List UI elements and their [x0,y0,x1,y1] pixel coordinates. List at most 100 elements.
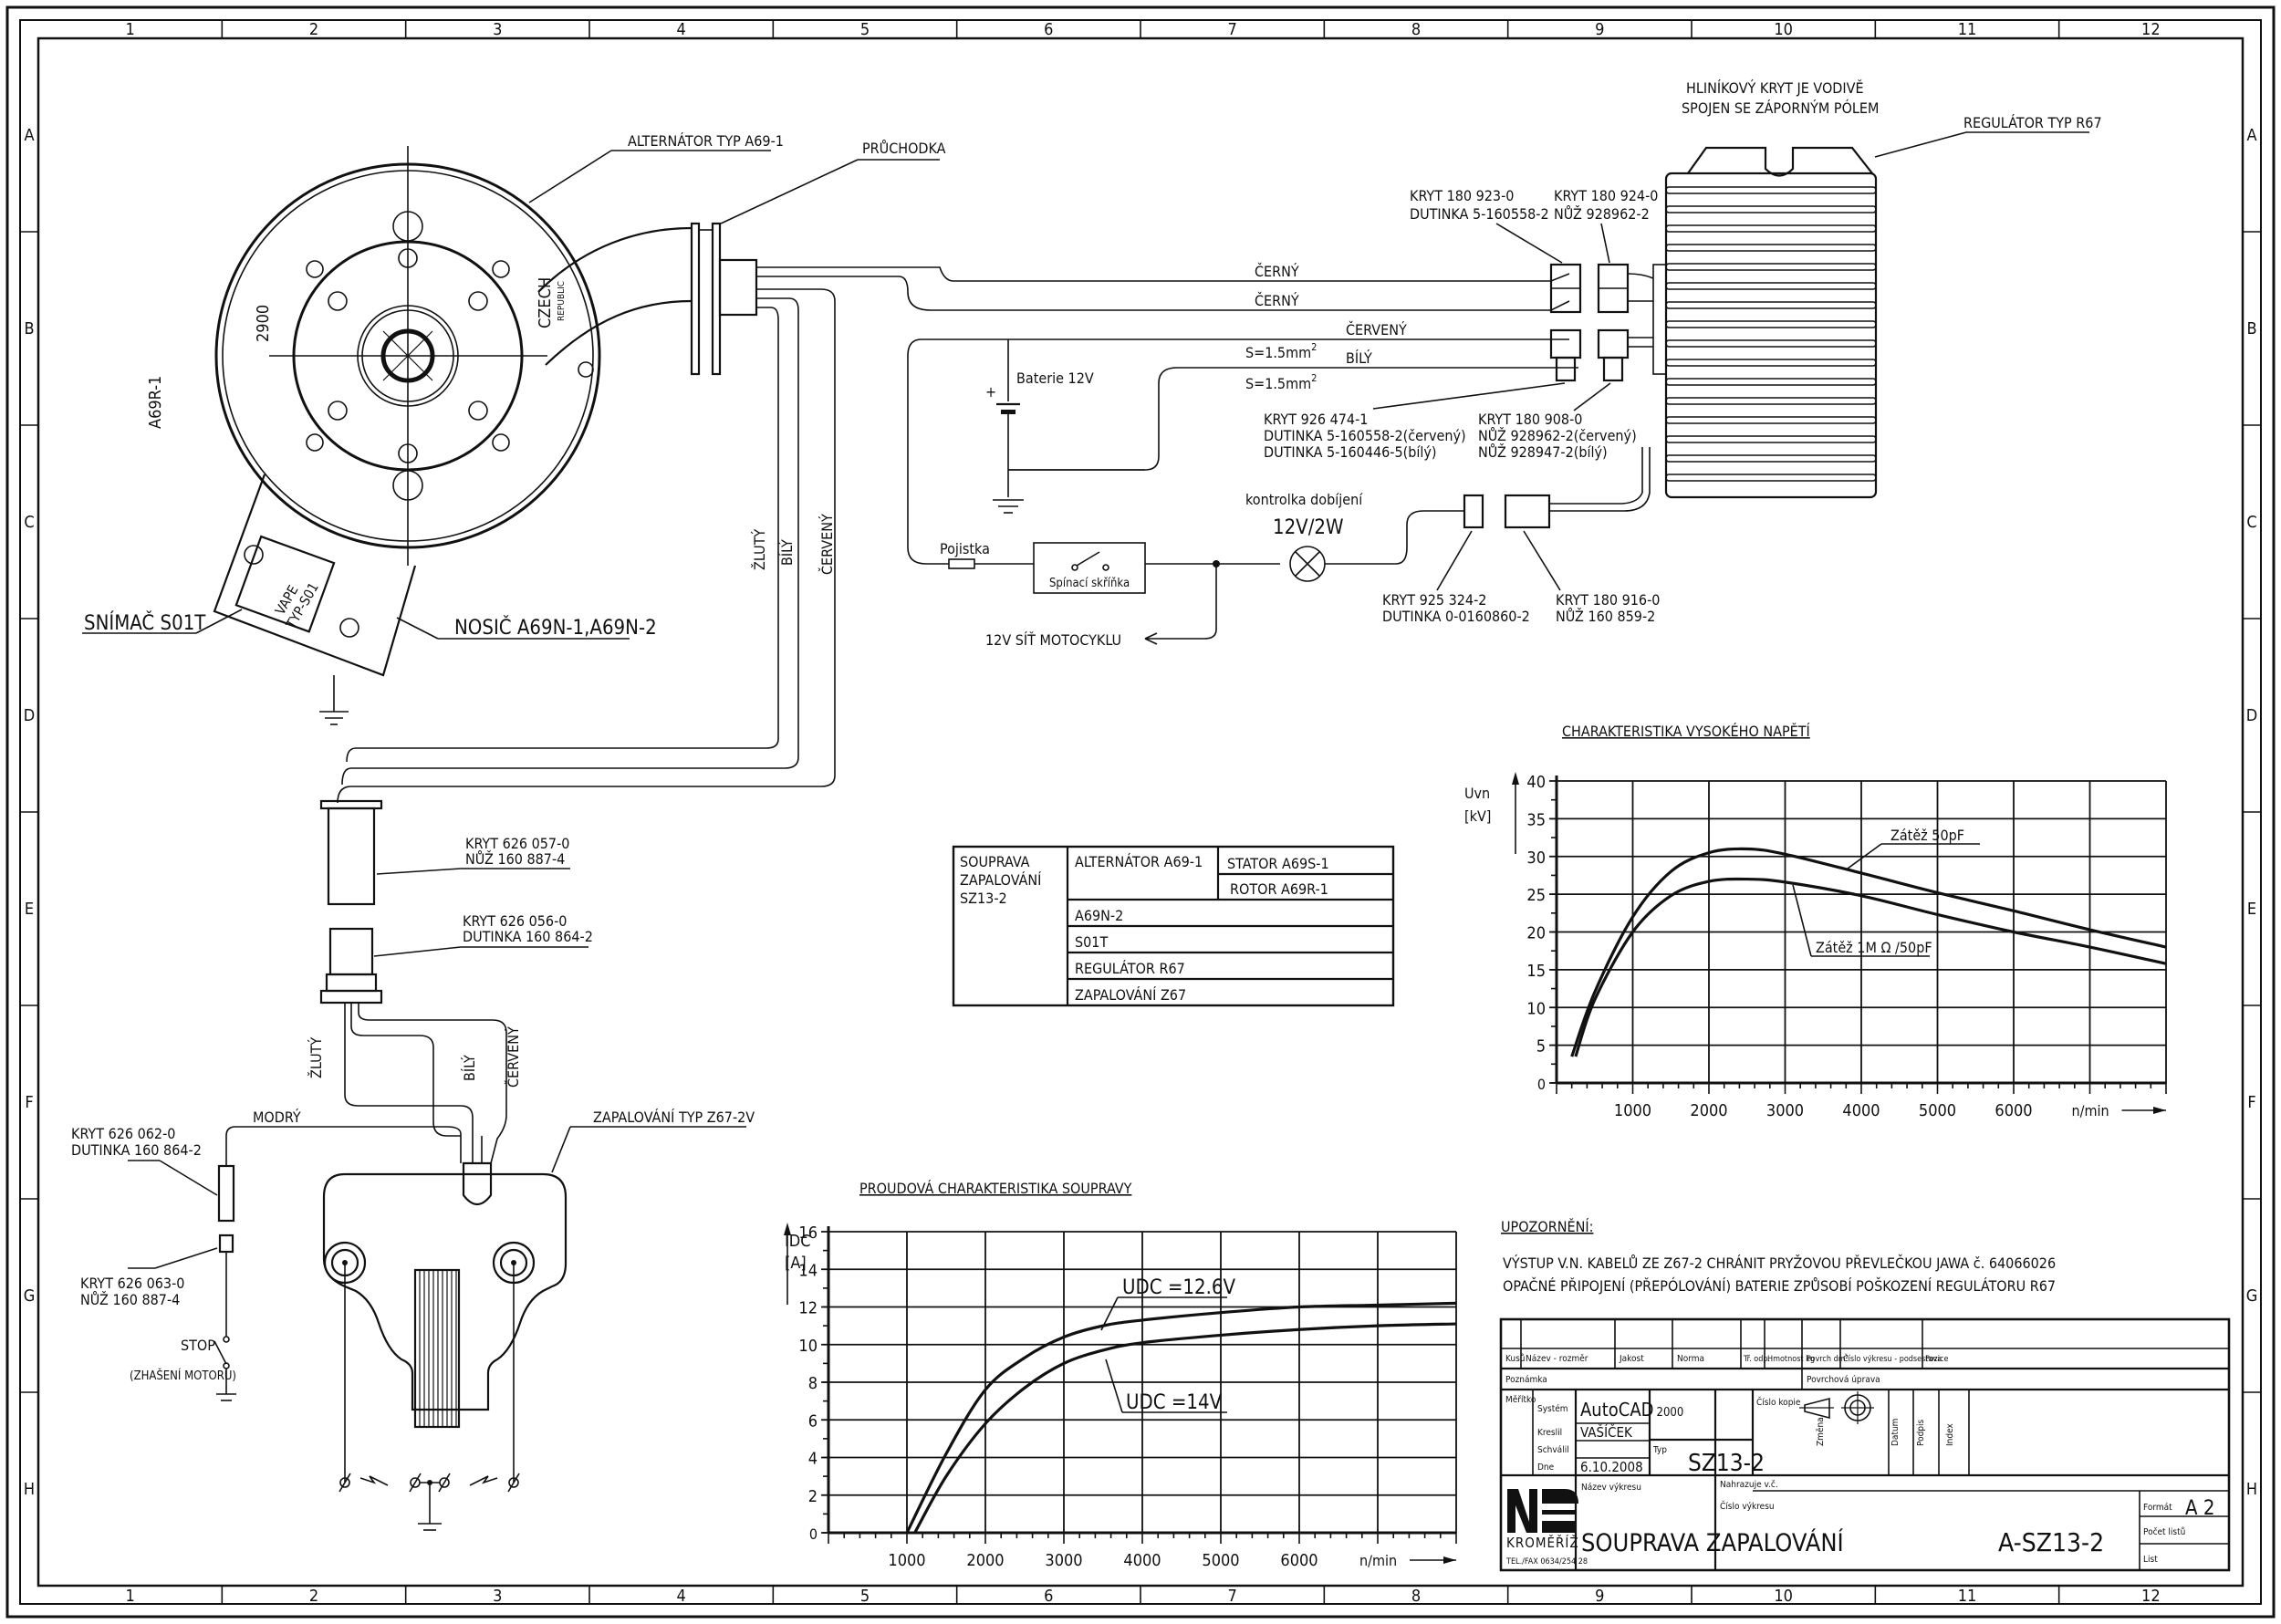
tb-datum: Datum [1890,1419,1901,1446]
tb-povrchova-uprava: Povrchová úprava [1807,1374,1880,1385]
chart-hv-series-label-1: Zátěž 50pF [1890,827,1964,844]
series-label-leader [1847,843,1882,869]
column-marker: 11 [1958,20,1977,39]
battery-plus: + [985,383,996,401]
row-marker: B [2246,319,2256,338]
x-axis-label: n/min [2072,1102,2109,1119]
conn-d-line1: KRYT 180 908-0 [1478,411,1582,428]
cross-section-1: S=1.5mm2 [1245,341,1317,361]
conn-c-line3: DUTINKA 5-160446-5(bílý) [1264,443,1437,461]
switchbox-label: Spínací skříňka [1049,577,1130,590]
series-line-2 [1574,877,2167,1057]
rotor-number: 2900 [254,305,273,342]
column-marker: 6 [1044,1587,1053,1606]
tb-h-norma: Norma [1677,1354,1704,1364]
column-marker: 9 [1595,1587,1604,1606]
tb-h-pozice: Pozice [1925,1355,1948,1364]
regulator-drawing [1549,146,1878,499]
fuse-label: Pojistka [940,540,990,557]
column-marker: 11 [1958,1587,1977,1606]
chart-hv-ylabel-2: [kV] [1464,807,1491,825]
y-tick-label: 12 [798,1299,818,1318]
tb-h-cislo-podsestava: Číslo výkresu - podsestava [1843,1353,1942,1364]
row-marker: E [25,900,34,919]
y-axis-arrowhead [1512,772,1519,785]
carrier-label: NOSIČ A69N-1,A69N-2 [454,616,657,640]
stop-switch-drawing [214,1126,462,1401]
tb-nazev-vykresu: SOUPRAVA ZAPALOVÁNÍ [1581,1528,1844,1557]
network-label: 12V SÍŤ MOTOCYKLU [985,631,1121,649]
y-tick-label: 25 [1526,886,1546,905]
conn-f-line1: KRYT 180 916-0 [1556,591,1660,609]
column-marker: 4 [677,1587,686,1606]
wire-label-white-vertical: BÍLÝ [778,539,796,566]
y-tick-label: 6 [808,1411,818,1431]
series-line-1 [905,1301,1457,1534]
row-marker: C [2246,513,2256,532]
chart-cur-series-label-1: UDC =12.6V [1122,1276,1235,1299]
tb-format-value: A 2 [2185,1497,2214,1520]
tb-pocet-listu: Počet listů [2143,1526,2185,1537]
tb-h-kusu: Kusů [1505,1353,1526,1364]
wire-label-red: ČERVENÝ [1346,321,1407,338]
y-tick-label: 14 [798,1261,818,1280]
lamp-rating: 12V/2W [1273,516,1344,539]
wire-label-blue: MODRÝ [253,1109,301,1126]
x-tick-label: 1000 [888,1551,925,1570]
conn-f-line2: NŮŽ 160 859-2 [1556,608,1655,625]
sheet-frame [5,5,2276,1619]
x-axis-arrowhead [2153,1107,2166,1114]
ign-conn-1-line1: KRYT 626 057-0 [465,835,569,852]
conn-a-line2: DUTINKA 5-160558-2 [1410,205,1549,223]
x-tick-label: 4000 [1123,1551,1161,1570]
y-tick-label: 30 [1526,848,1546,868]
y-tick-label: 16 [798,1223,818,1243]
series-label-leader [1792,884,1812,957]
series-line-2 [913,1322,1457,1534]
regulator-note-line1: HLINÍKOVÝ KRYT JE VODIVĚ [1686,79,1864,97]
regulator-fin [1665,474,1877,482]
column-marker: 3 [493,20,502,39]
sensor-label: SNÍMAČ S01T [84,611,206,635]
column-marker: 8 [1411,1587,1421,1606]
grommet-label: PRŮCHODKA [862,140,946,157]
parts-set-line1: SOUPRAVA [960,853,1030,870]
stop-label: STOP [181,1337,215,1354]
notice-title: UPOZORNĚNÍ: [1501,1218,1593,1235]
parts-stator: STATOR A69S-1 [1227,855,1329,872]
conn-b-line2: NŮŽ 928962-2 [1554,205,1650,223]
company-logo [1507,1489,1578,1533]
column-marker: 7 [1228,20,1237,39]
tb-company: KROMĚŘÍŽ [1506,1534,1579,1551]
column-marker: 10 [1774,20,1793,39]
y-tick-label: 40 [1526,773,1546,792]
wire-label-red-vertical: ČERVENÝ [818,514,836,575]
tb-zmena: Změna [1815,1417,1826,1446]
wire-label-white-2: BÍLÝ [461,1055,478,1081]
tb-phone: TEL./FAX 0634/254 28 [1505,1557,1588,1567]
x-tick-label: 2000 [966,1551,1004,1570]
x-tick-label: 1000 [1614,1101,1651,1120]
regulator-fin [1665,224,1877,233]
row-marker: A [24,126,34,145]
y-tick-label: 2 [808,1487,818,1506]
parts-set-line3: SZ13-2 [960,890,1007,907]
column-marker: 10 [1774,1587,1793,1606]
row-marker: D [2246,706,2257,725]
column-marker: 12 [2141,20,2161,39]
chart-hv-series-label-2: Zátěž 1M Ω /50pF [1816,939,1932,956]
conn-c-line1: KRYT 926 474-1 [1264,411,1368,428]
regulator-fin [1665,282,1877,290]
row-marker: H [24,1480,35,1499]
x-axis-arrowhead [1443,1556,1456,1564]
tb-cislo-vykresu-label: Číslo výkresu [1720,1500,1775,1512]
row-marker: E [2247,900,2256,919]
battery-circuit [948,339,1651,645]
row-marker: B [24,319,34,338]
tb-typ-value: SZ13-2 [1688,1450,1765,1477]
chart-cur-ylabel-1: IDC [785,1232,811,1251]
stop-note: (ZHAŠENÍ MOTORU) [130,1369,236,1383]
y-tick-label: 10 [798,1337,818,1356]
parts-alternator: ALTERNÁTOR A69-1 [1075,853,1203,870]
